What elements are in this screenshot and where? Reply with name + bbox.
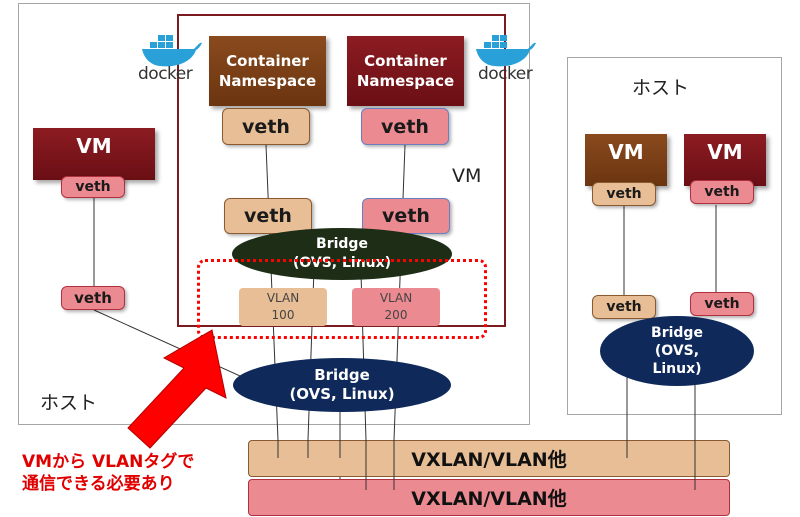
container-1-line2: Namespace (218, 72, 317, 90)
container-1-veth: veth (222, 108, 310, 145)
right-vm-2-veth: veth (690, 180, 754, 204)
container-2-veth: veth (361, 108, 449, 145)
left-vm-veth: veth (61, 176, 125, 198)
inner-bridge-line1: Bridge (316, 236, 368, 252)
vxlan-bar-1: VXLAN/VLAN他 (248, 440, 730, 477)
right-host-label: ホスト (632, 77, 690, 99)
inner-bridge: Bridge (OVS, Linux) (232, 228, 452, 280)
right-host-veth-1: veth (592, 295, 656, 319)
right-vm-1-veth: veth (592, 182, 656, 206)
left-bridge: Bridge (OVS, Linux) (233, 358, 451, 412)
vlan-100: VLAN 100 (239, 288, 327, 326)
left-bridge-line2: (OVS, Linux) (289, 385, 395, 403)
left-host-label: ホスト (40, 392, 98, 414)
annotation-text: VMから VLANタグで 通信できる必要あり (22, 451, 194, 495)
annotation-line1: VMから VLANタグで (22, 452, 195, 472)
container-2-line2: Namespace (356, 72, 455, 90)
docker-label-left: docker (138, 64, 193, 84)
vm-bridge-veth-2: veth (362, 198, 450, 234)
container-namespace-2: Container Namespace (347, 36, 464, 106)
left-bridge-line1: Bridge (314, 366, 370, 384)
vlan-100-line1: VLAN (266, 291, 300, 305)
vm-bridge-veth-1: veth (224, 198, 312, 234)
left-host-veth: veth (61, 286, 125, 310)
right-bridge-line3: Linux) (652, 361, 702, 377)
docker-logo-left: docker (136, 30, 208, 86)
right-bridge-line1: Bridge (651, 325, 703, 341)
right-host-veth-2: veth (690, 292, 754, 316)
container-namespace-1: Container Namespace (209, 36, 326, 106)
vxlan-bar-2: VXLAN/VLAN他 (248, 479, 730, 516)
container-2-line1: Container (364, 52, 447, 70)
red-arrow-icon (127, 329, 227, 449)
vlan-200: VLAN 200 (352, 288, 440, 326)
left-vm: VM (33, 128, 155, 180)
inner-vm-frame (177, 14, 506, 327)
annotation-line2: 通信できる必要あり (22, 474, 175, 494)
docker-label-right: docker (478, 64, 533, 84)
right-vm-2: VM (684, 134, 766, 186)
right-bridge-line2: (OVS, (654, 343, 700, 359)
right-bridge: Bridge (OVS, Linux) (600, 316, 754, 386)
vlan-100-line2: 100 (271, 308, 295, 322)
docker-logo-right: docker (470, 30, 542, 86)
vlan-200-line1: VLAN (379, 291, 413, 305)
container-1-line1: Container (226, 52, 309, 70)
right-vm-1: VM (585, 134, 667, 186)
vlan-highlight-box (197, 259, 487, 339)
vlan-200-line2: 200 (384, 308, 408, 322)
inner-vm-label: VM (452, 165, 482, 187)
